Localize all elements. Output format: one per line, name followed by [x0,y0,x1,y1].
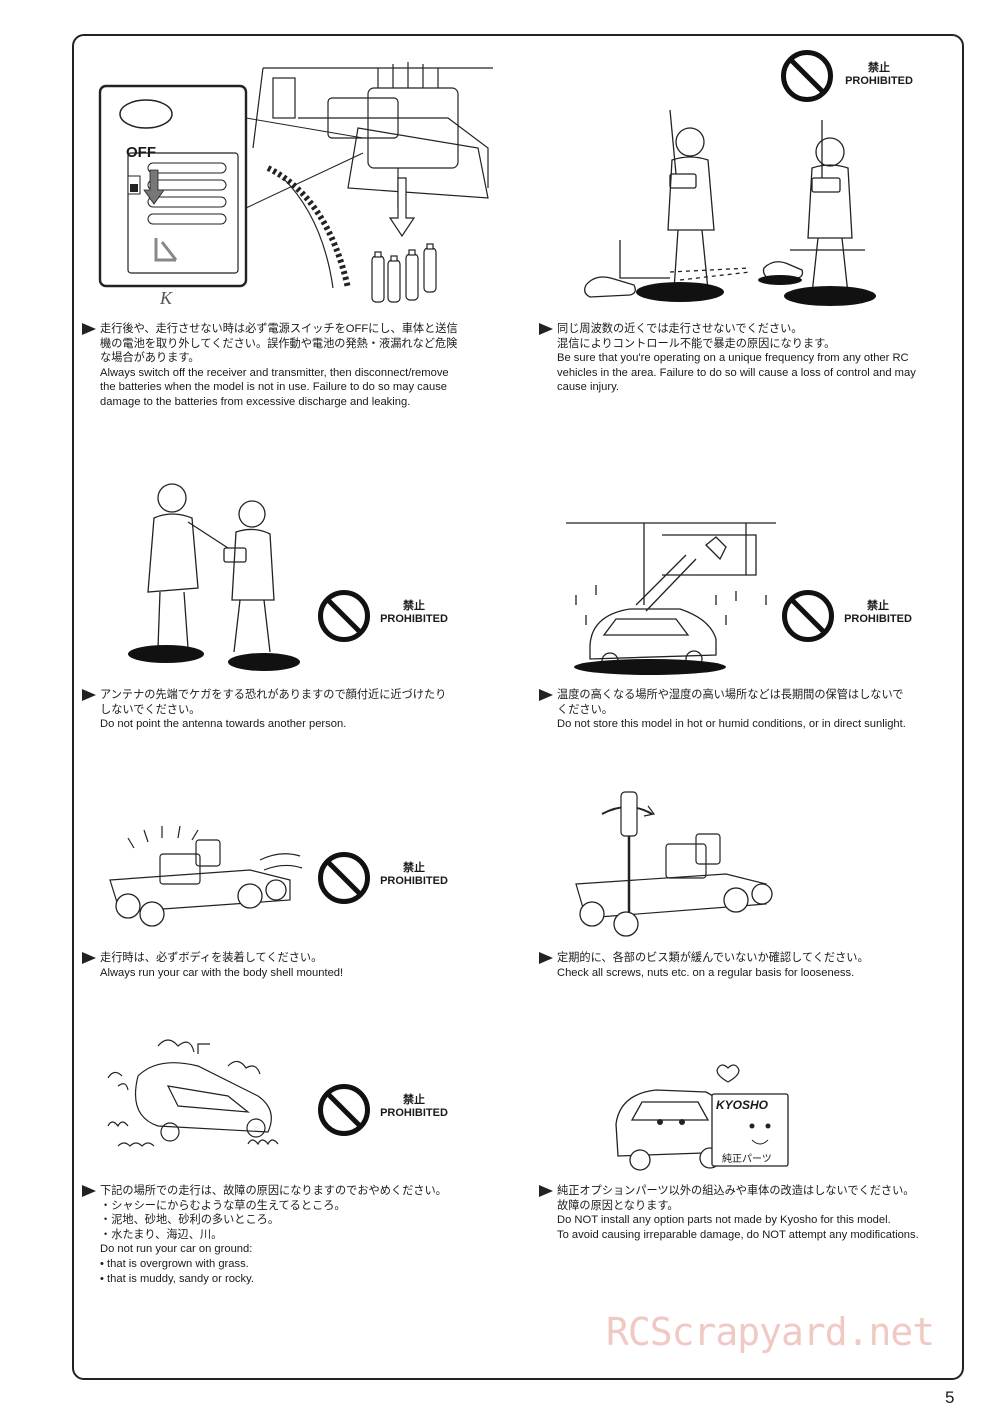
note-ground: 下記の場所での走行は、故障の原因になりますのでおやめください。 ・シャシーにから… [82,1184,500,1286]
screw-check-illustration [566,784,776,944]
note-body-shell: 走行時は、必ずボディを装着してください。 Always run your car… [82,951,500,980]
note-en: Always switch off the receiver and trans… [100,366,449,408]
prohibited-jp: 禁止 [403,1094,425,1106]
rough-ground-illustration [98,1036,308,1156]
prohibited-en: PROHIBITED [380,1107,448,1119]
prohibited-icon [318,590,370,642]
note-en: Always run your car with the body shell … [100,966,344,979]
note-genuine-parts: 純正オプションパーツ以外の組込みや車体の改造はしないでください。 故障の原因とな… [539,1184,957,1242]
prohibited-jp: 禁止 [403,862,425,874]
arrow-icon [82,952,96,964]
prohibited-en: PROHIBITED [380,613,448,625]
arrow-icon [539,1185,553,1197]
switch-off-illustration: OFF K [98,58,498,308]
note-jp: 同じ周波数の近くでは走行させないでください。 混信によりコントロール不能で暴走の… [557,323,836,350]
prohibited-en: PROHIBITED [380,875,448,887]
arrow-icon [82,323,96,335]
prohibited-icon [318,1084,370,1136]
genuine-parts-illustration: KYOSHO 純正パーツ [612,1064,802,1174]
same-frequency-illustration [560,100,890,310]
note-storage: 温度の高くなる場所や湿度の高い場所などは長期間の保管はしないで ください。 Do… [539,688,957,732]
note-antenna: アンテナの先端でケガをする恐れがありますので顔付近に近づけたり しないでください… [82,688,500,732]
watermark: RCScrapyard.net [606,1310,935,1354]
antenna-illustration [124,482,304,672]
battery-logo: K [160,288,173,308]
note-switch-off: 走行後や、走行させない時は必ず電源スイッチをOFFにし、車体と送信 機の電池を取… [82,322,500,410]
prohibited-icon [781,50,833,102]
no-body-shell-illustration [100,820,310,932]
prohibited-icon [318,852,370,904]
arrow-icon [82,689,96,701]
note-en: Do not point the antenna towards another… [100,718,347,731]
note-en: Do NOT install any option parts not made… [557,1214,919,1241]
prohibited-en: PROHIBITED [845,75,913,87]
off-label: OFF [126,144,156,161]
note-en: Do not run your car on ground: • that is… [100,1243,254,1285]
note-jp: 下記の場所での走行は、故障の原因になりますのでおやめください。 ・シャシーにから… [100,1185,447,1241]
genuine-parts-label: 純正パーツ [722,1154,772,1165]
prohibited-en: PROHIBITED [844,613,912,625]
page-number: 5 [945,1388,955,1407]
note-jp: 走行時は、必ずボディを装着してください。 [100,952,323,964]
note-screws: 定期的に、各部のビス類が緩んでいないか確認してください。 Check all s… [539,951,957,980]
arrow-icon [539,689,553,701]
arrow-icon [539,323,553,335]
hot-humid-storage-illustration [566,515,776,675]
note-en: Check all screws, nuts etc. on a regular… [557,966,855,979]
kyosho-brand-logo: KYOSHO [716,1098,769,1112]
note-jp: 走行後や、走行させない時は必ず電源スイッチをOFFにし、車体と送信 機の電池を取… [100,323,458,365]
prohibited-jp: 禁止 [868,62,890,74]
note-jp: 温度の高くなる場所や湿度の高い場所などは長期間の保管はしないで ください。 [557,689,904,716]
note-jp: 純正オプションパーツ以外の組込みや車体の改造はしないでください。 故障の原因とな… [557,1185,915,1212]
arrow-icon [82,1185,96,1197]
note-same-frequency: 同じ周波数の近くでは走行させないでください。 混信によりコントロール不能で暴走の… [539,322,957,395]
note-en: Do not store this model in hot or humid … [557,718,906,731]
page-frame [72,34,964,1380]
note-jp: 定期的に、各部のビス類が緩んでいないか確認してください。 [557,952,869,964]
prohibited-icon [782,590,834,642]
arrow-icon [539,952,553,964]
prohibited-jp: 禁止 [867,600,889,612]
note-jp: アンテナの先端でケガをする恐れがありますので顔付近に近づけたり しないでください… [100,689,447,716]
prohibited-jp: 禁止 [403,600,425,612]
note-en: Be sure that you're operating on a uniqu… [557,352,916,394]
